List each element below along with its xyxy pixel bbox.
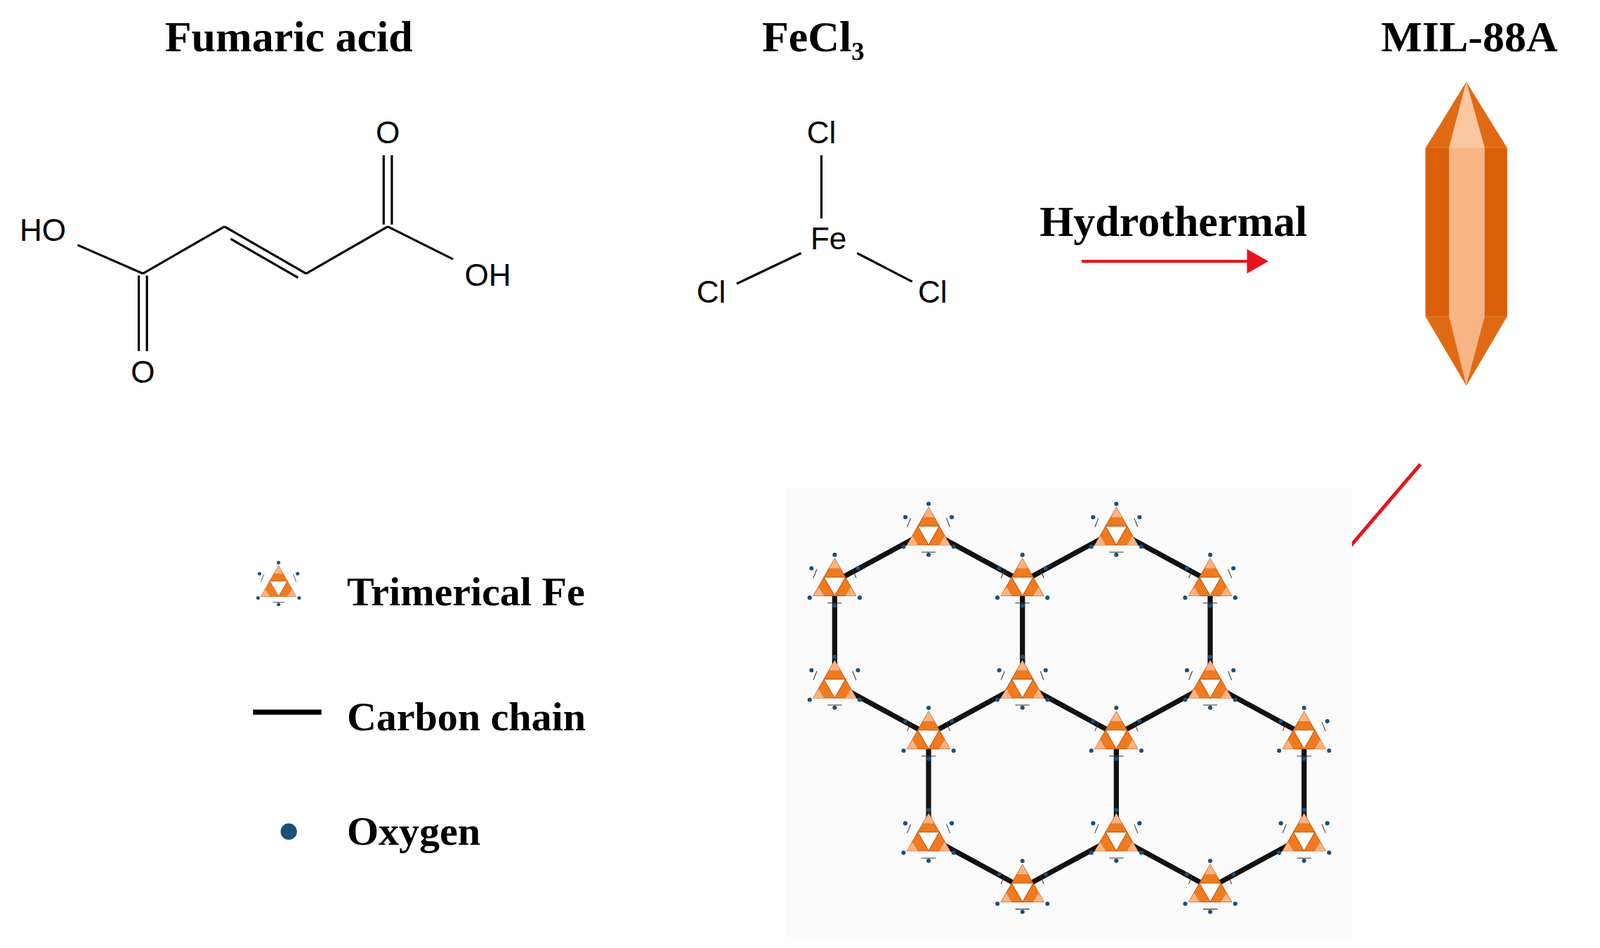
fe-trimer bbox=[807, 552, 862, 609]
fe-trimer bbox=[1182, 654, 1237, 711]
fe-trimer bbox=[1182, 552, 1237, 609]
fe-trimer bbox=[1182, 858, 1237, 915]
atom-label: Cl bbox=[696, 276, 727, 308]
fe-trimer bbox=[901, 705, 956, 762]
atom-label: Cl bbox=[807, 117, 837, 149]
fe-trimers bbox=[807, 501, 1332, 914]
compound-title: Fumaric acid bbox=[165, 14, 413, 59]
fe-trimer bbox=[1276, 705, 1331, 762]
carbon-chains bbox=[834, 530, 1304, 888]
reaction-arrow bbox=[1081, 259, 1266, 263]
legend-text: Carbon chain bbox=[346, 696, 586, 738]
fe-trimer bbox=[901, 807, 956, 864]
fe-trimer bbox=[901, 501, 956, 557]
legend-chain-sample bbox=[252, 710, 321, 716]
atom-label: O bbox=[375, 117, 400, 149]
legend-trimer-sample bbox=[256, 561, 301, 607]
legend-text: Trimerical Fe bbox=[346, 571, 586, 613]
fecl3-bonds bbox=[736, 155, 913, 284]
crystal bbox=[1425, 81, 1508, 386]
fe-trimer bbox=[995, 552, 1050, 609]
compound-title: FeCl₃ bbox=[762, 14, 865, 59]
fe-trimer bbox=[995, 858, 1050, 915]
fe-trimer bbox=[1089, 807, 1144, 864]
fe-trimer bbox=[1089, 705, 1144, 762]
fumaric-acid-bonds bbox=[77, 155, 454, 352]
atom-label: O bbox=[130, 356, 155, 388]
condition-label: Hydrothermal bbox=[1039, 199, 1308, 244]
fe-trimer bbox=[995, 654, 1050, 711]
framework-ground bbox=[785, 488, 1353, 937]
legend-text: Oxygen bbox=[346, 811, 481, 852]
legend-oxygen-sample bbox=[280, 823, 298, 841]
atom-label: OH bbox=[464, 259, 511, 291]
fe-trimer bbox=[1276, 807, 1331, 864]
fe-trimer bbox=[807, 654, 862, 711]
product-title: MIL-88A bbox=[1380, 14, 1558, 59]
atom-label: HO bbox=[19, 214, 67, 246]
atom-label: Fe bbox=[810, 223, 847, 255]
atom-label: Cl bbox=[917, 276, 948, 308]
fe-trimer bbox=[1089, 501, 1144, 557]
